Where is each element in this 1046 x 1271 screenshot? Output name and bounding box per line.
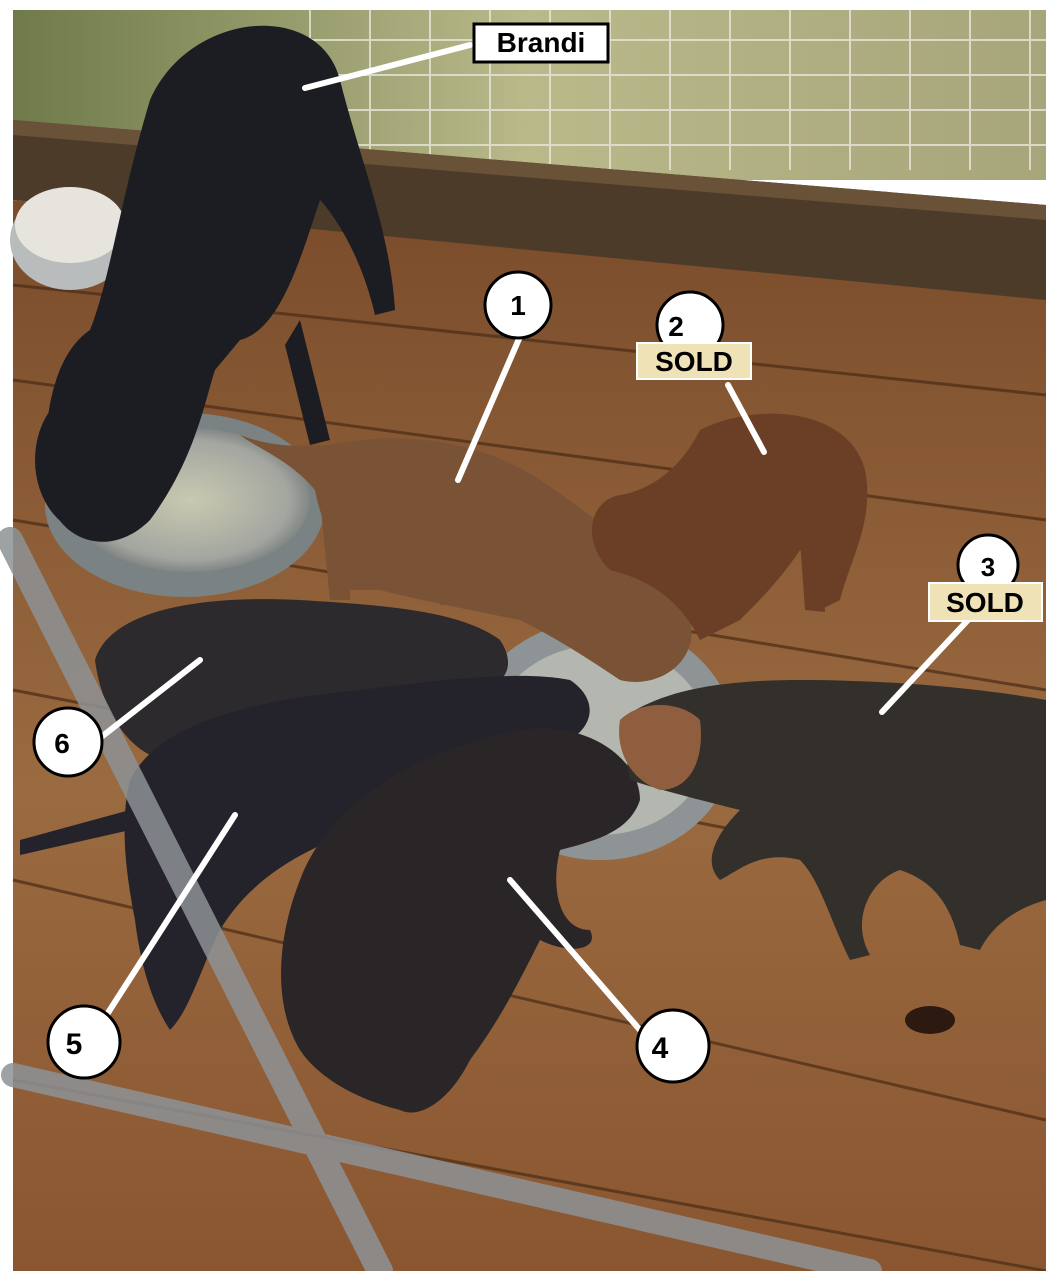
puppy-number-5-text: 5 [66,1028,83,1061]
puppy-number-2-text: 2 [668,311,684,342]
puppy-number-4-text: 4 [652,1032,669,1065]
sold-tag-puppy-3-text: SOLD [946,587,1024,618]
sold-tag-puppy-2-text: SOLD [655,346,733,377]
puppy-number-2: 2 [655,290,725,360]
puppy-number-4: 4 [635,1008,711,1084]
pointer-lines [94,42,971,1033]
puppy-3 [619,680,1046,960]
puppy-number-1-text: 1 [510,290,526,321]
puppy-number-6-text: 6 [54,728,70,759]
wood-knot [905,1006,955,1034]
puppy-6 [95,599,509,755]
name-label-brandi: Brandi [472,22,610,64]
mother-dog-brandi [35,25,396,542]
water-bowl-rim [15,187,125,263]
puppy-2 [591,413,868,640]
puppy-1 [240,435,692,682]
sold-tag-puppy-3: SOLD [928,582,1043,622]
sold-tag-puppy-2: SOLD [636,342,752,380]
puppy-4 [281,728,640,1113]
name-label-text: Brandi [497,27,586,58]
puppy-number-3-text: 3 [981,552,995,582]
puppy-number-5: 5 [46,1004,122,1080]
puppy-number-6: 6 [32,706,104,778]
wire-fence [260,10,1046,170]
foreground-fence-pipes [0,527,882,1271]
puppy-number-1: 1 [483,270,553,340]
